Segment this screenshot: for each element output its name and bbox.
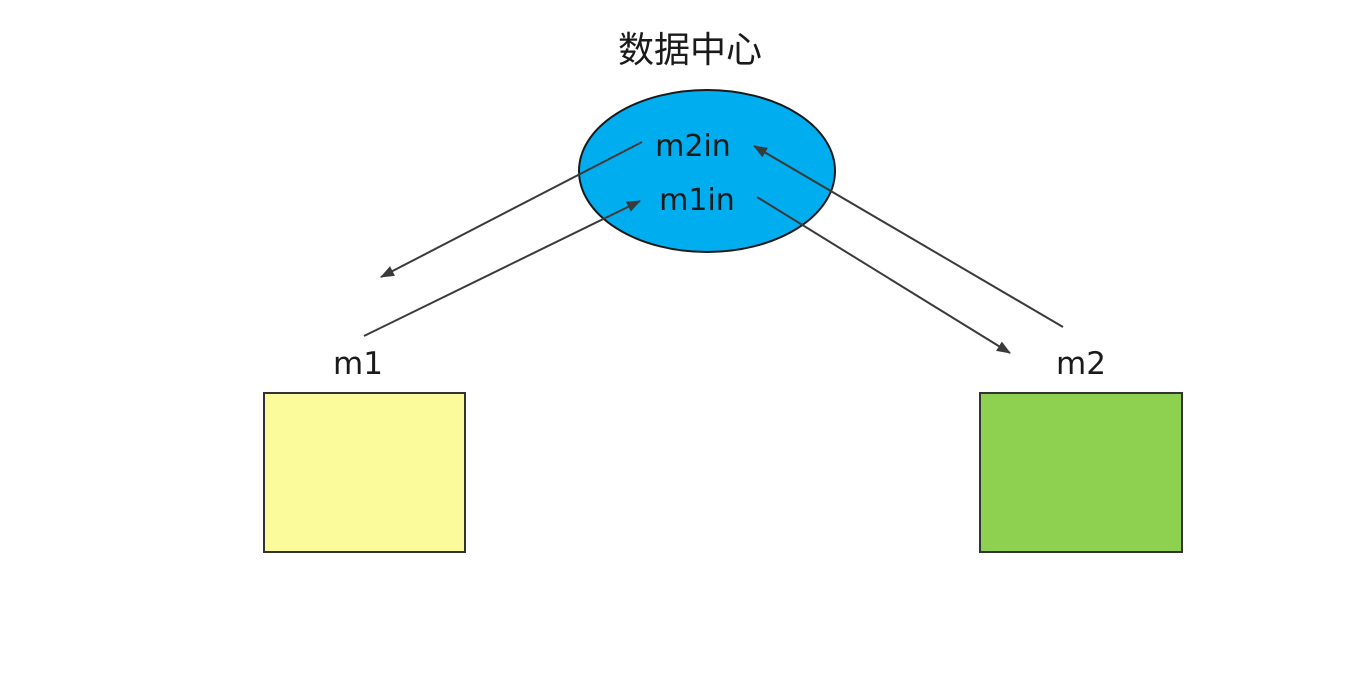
data-center-title: 数据中心 xyxy=(618,30,762,71)
machine-label-m2: m2 xyxy=(1056,346,1106,382)
edge-m1-to-m1in xyxy=(363,200,641,337)
edge-m2in-to-m1 xyxy=(380,141,643,278)
port-label-m1in: m1in xyxy=(659,183,735,218)
machine-m2-rect xyxy=(979,392,1183,553)
machine-label-m1: m1 xyxy=(333,346,383,382)
edge-m1in-to-m2 xyxy=(756,196,1011,354)
data-center-ellipse xyxy=(578,89,836,253)
machine-m1-rect xyxy=(263,392,466,553)
edge-m2-to-m2in xyxy=(753,145,1064,328)
port-label-m2in: m2in xyxy=(655,129,731,164)
